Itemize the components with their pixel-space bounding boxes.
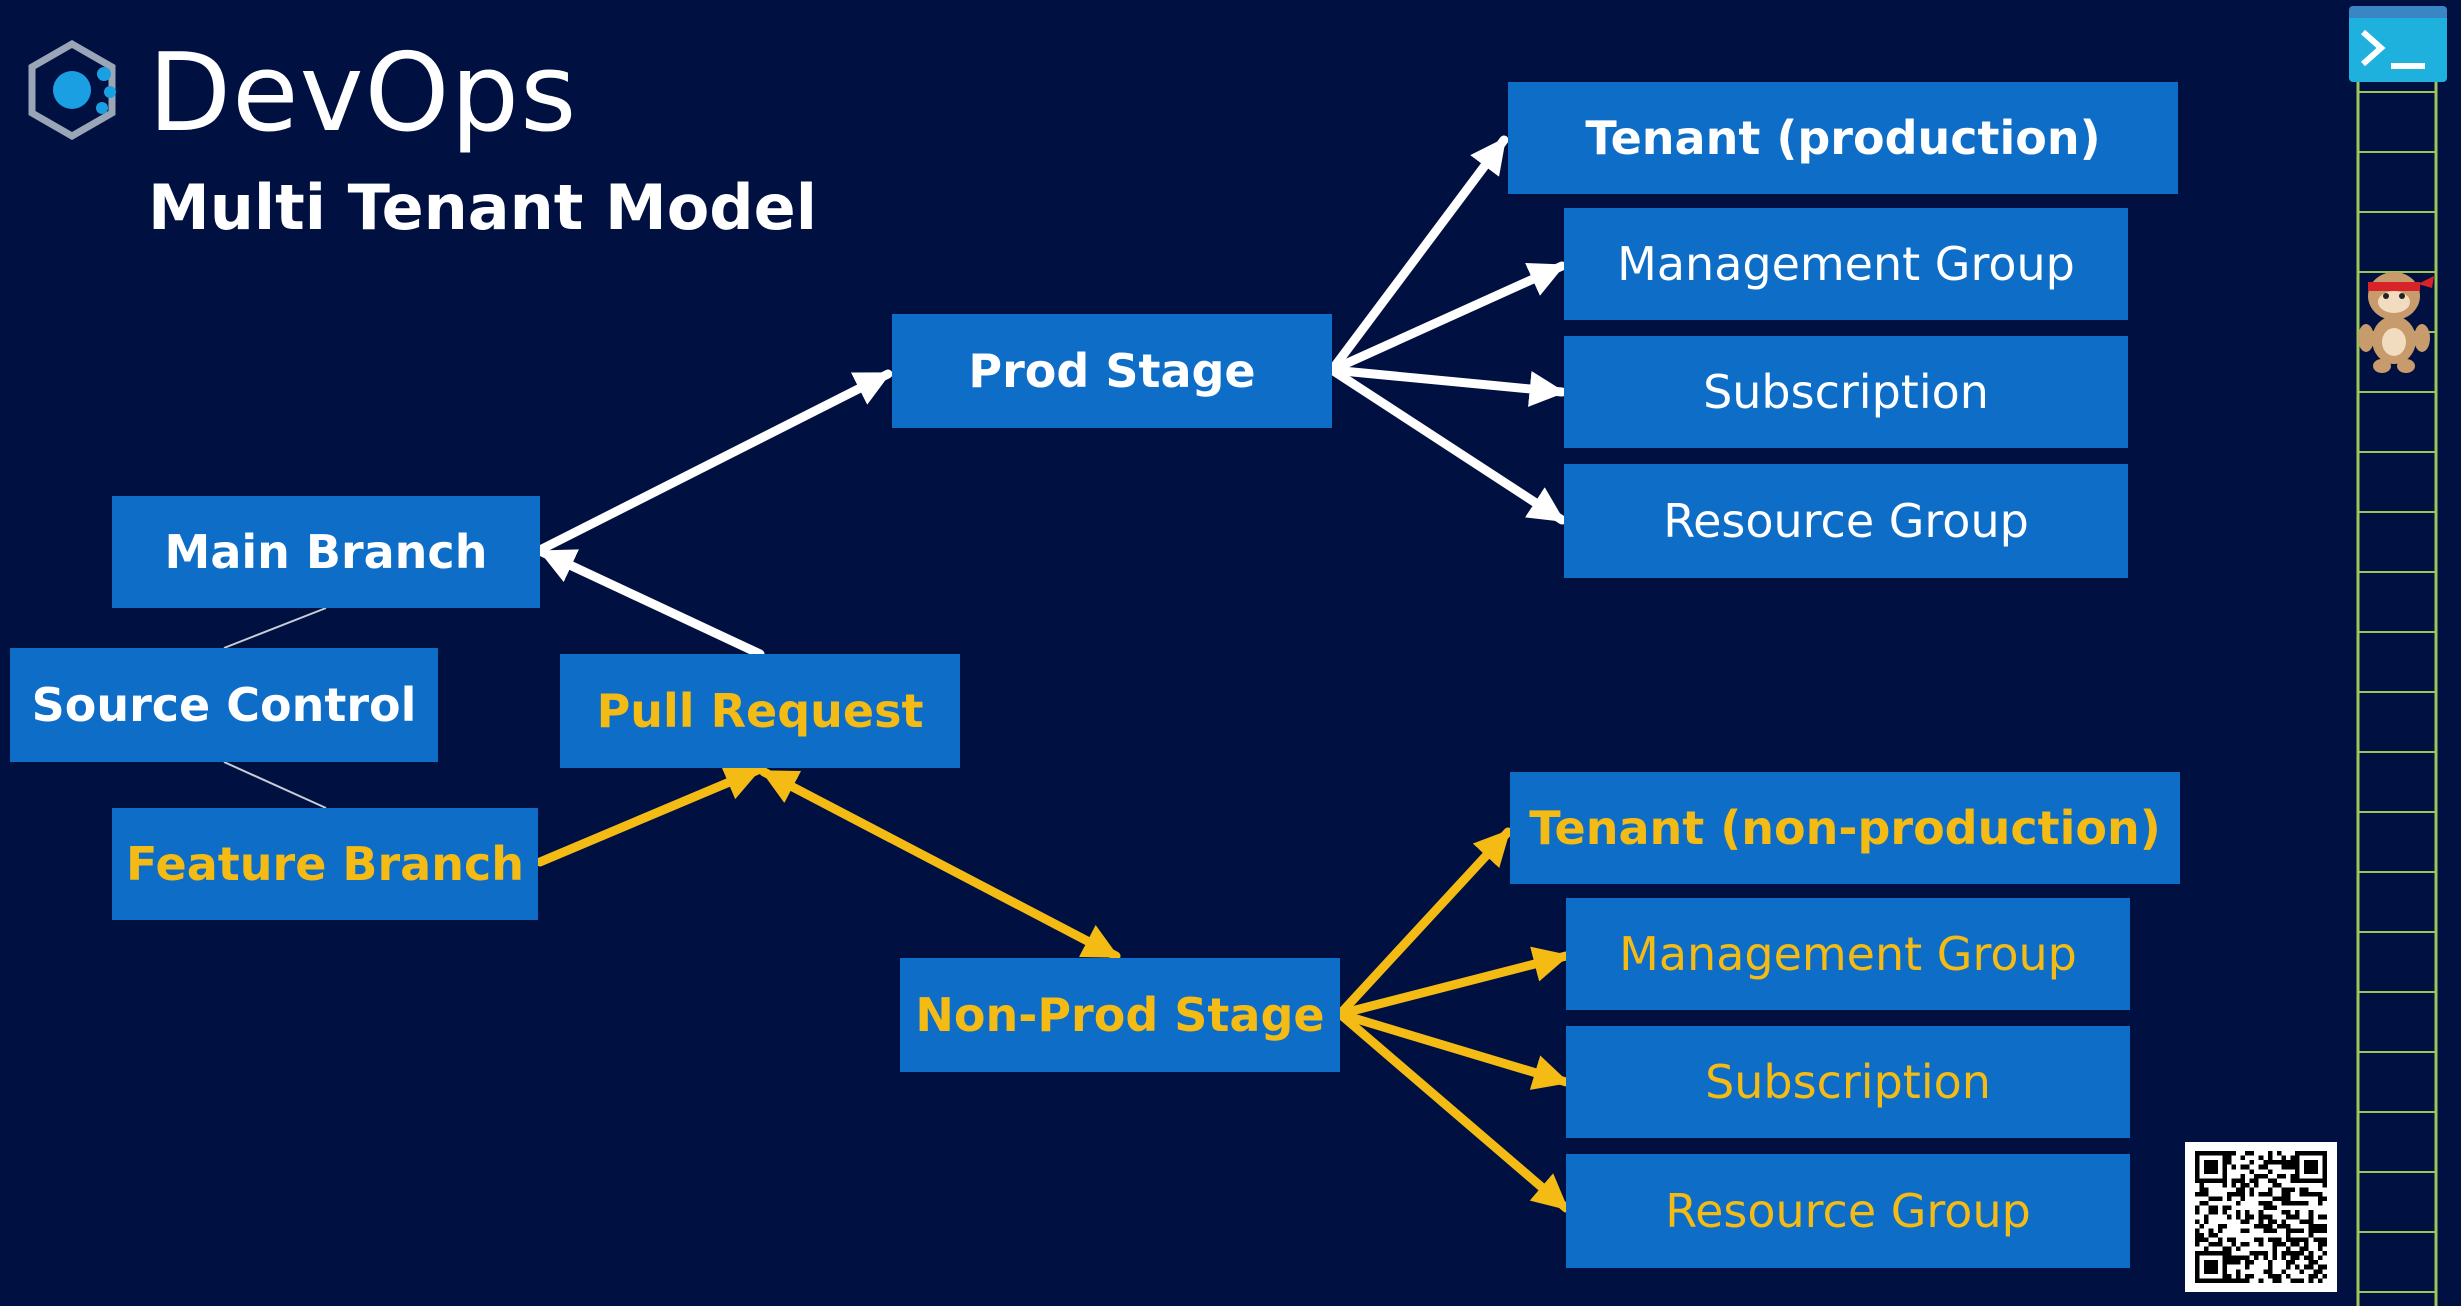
prod-stage-label: Prod Stage	[968, 344, 1256, 398]
nonprod-resource-group-box: Resource Group	[1566, 1154, 2130, 1268]
prod-subscription-box: Subscription	[1564, 336, 2128, 448]
main-branch-box: Main Branch	[112, 496, 540, 608]
feature-to-pullrequest-arrow	[535, 765, 763, 867]
pull-request-box: Pull Request	[560, 654, 960, 768]
feature-branch-label: Feature Branch	[126, 837, 524, 891]
tenant-nonproduction-box: Tenant (non-production)	[1510, 772, 2180, 884]
tenant-production-box: Tenant (production)	[1508, 82, 2178, 194]
nonprod-resource-group-label: Resource Group	[1665, 1184, 2031, 1238]
terminal-prompt-glyph	[2361, 29, 2425, 69]
tenant-nonproduction-label: Tenant (non-production)	[1529, 801, 2161, 855]
pullrequest-to-main-arrow	[537, 547, 765, 659]
prod-management-group-label: Management Group	[1617, 237, 2075, 291]
nonprod-to-subscription-arrow	[1335, 1009, 1571, 1090]
source-to-main-line	[223, 607, 327, 649]
prod-to-subscription-arrow	[1327, 365, 1567, 407]
nonprod-subscription-label: Subscription	[1705, 1055, 1991, 1109]
qr-code	[2185, 1142, 2337, 1292]
pullrequest-nonprod-arrow	[759, 767, 1121, 961]
prod-to-resourcegroup-arrow	[1327, 365, 1567, 525]
prod-to-mgmt-arrow	[1327, 261, 1567, 375]
prod-management-group-box: Management Group	[1564, 208, 2128, 320]
nonprod-to-tenant-arrow	[1335, 827, 1513, 1019]
prod-stage-box: Prod Stage	[892, 314, 1332, 428]
nonprod-subscription-box: Subscription	[1566, 1026, 2130, 1138]
source-to-feature-line	[223, 761, 327, 809]
prod-subscription-label: Subscription	[1703, 365, 1989, 419]
nonprod-management-group-label: Management Group	[1619, 927, 2077, 981]
prod-to-tenant-arrow	[1327, 135, 1509, 375]
nonprod-management-group-box: Management Group	[1566, 898, 2130, 1010]
page-subtitle: Multi Tenant Model	[148, 171, 817, 244]
progress-ladder	[2356, 82, 2438, 1306]
devops-logo-icon	[28, 40, 116, 140]
feature-branch-box: Feature Branch	[112, 808, 538, 920]
qr-code-pattern	[2195, 1151, 2327, 1283]
nonprod-to-mgmt-arrow	[1335, 946, 1571, 1019]
source-control-label: Source Control	[31, 678, 417, 732]
ninja-cat-icon	[2358, 272, 2434, 373]
tenant-production-label: Tenant (production)	[1585, 111, 2101, 165]
nonprod-stage-label: Non-Prod Stage	[915, 988, 1325, 1042]
source-control-box: Source Control	[10, 648, 438, 762]
prod-resource-group-box: Resource Group	[1564, 464, 2128, 578]
page-title: DevOps	[148, 31, 578, 156]
terminal-icon	[2349, 6, 2447, 82]
pull-request-label: Pull Request	[596, 684, 924, 738]
main-to-prod-arrow	[535, 369, 893, 555]
prod-resource-group-label: Resource Group	[1663, 494, 2029, 548]
nonprod-stage-box: Non-Prod Stage	[900, 958, 1340, 1072]
nonprod-to-resourcegroup-arrow	[1335, 1009, 1571, 1213]
main-branch-label: Main Branch	[164, 525, 488, 579]
